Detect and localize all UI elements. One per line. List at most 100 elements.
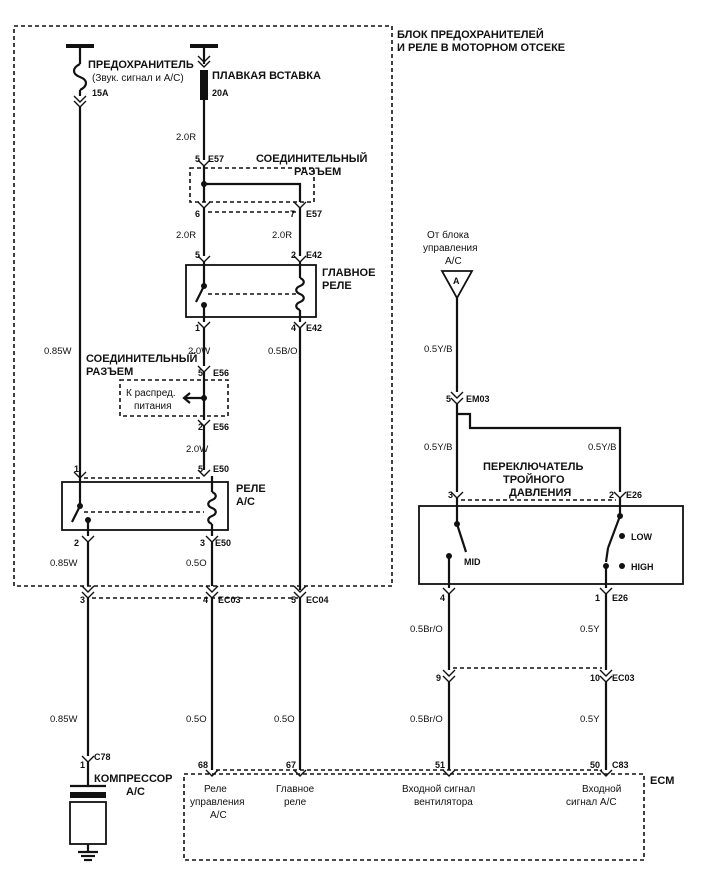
ecm-ac-input-1: Входной xyxy=(582,784,621,795)
ac-relay-coil xyxy=(207,490,217,526)
svg-text:3: 3 xyxy=(80,595,85,605)
busbar-right xyxy=(190,44,218,48)
ecm-ac-relay-1: Реле xyxy=(204,784,227,795)
wire-20w-b: 2.0W xyxy=(186,444,208,455)
svg-text:2: 2 xyxy=(291,250,296,260)
fusible-link-label: ПЛАВКАЯ ВСТАВКА xyxy=(212,70,321,82)
svg-text:C83: C83 xyxy=(612,760,629,770)
svg-text:2: 2 xyxy=(74,538,79,548)
svg-text:6: 6 xyxy=(195,209,200,219)
compressor-body xyxy=(69,801,107,845)
connector-e57-label-2: РАЗЪЕМ xyxy=(294,166,341,178)
svg-text:5: 5 xyxy=(198,368,203,378)
svg-text:EC03: EC03 xyxy=(612,673,635,683)
ecm-main-relay-1: Главное xyxy=(276,784,315,795)
wire-085w-a: 0.85W xyxy=(44,346,71,357)
wire-05o-b: 0.5O xyxy=(186,714,207,725)
pressure-switch-label-1: ПЕРЕКЛЮЧАТЕЛЬ xyxy=(483,461,583,473)
svg-text:1: 1 xyxy=(595,593,600,603)
svg-text:E57: E57 xyxy=(208,154,224,164)
svg-text:4: 4 xyxy=(440,593,445,603)
svg-text:E50: E50 xyxy=(213,464,229,474)
from-ac-label-3: A/C xyxy=(445,256,462,267)
fuse-15a-symbol xyxy=(72,63,88,91)
svg-text:4: 4 xyxy=(291,323,296,333)
svg-text:5: 5 xyxy=(291,595,296,605)
svg-text:1: 1 xyxy=(195,323,200,333)
svg-text:E26: E26 xyxy=(626,490,642,500)
wire-085w-c: 0.85W xyxy=(50,714,77,725)
connector-a-triangle xyxy=(440,270,474,300)
ac-relay-box xyxy=(61,481,229,531)
wire-05o-a: 0.5O xyxy=(186,558,207,569)
svg-text:1: 1 xyxy=(80,760,85,770)
wire-05bro-b: 0.5Br/O xyxy=(410,714,443,725)
fusible-link-rating: 20A xyxy=(212,88,229,98)
fuse-block-outline xyxy=(13,25,393,587)
to-power-label-2: питания xyxy=(134,401,172,412)
ecm-fan-input-2: вентилятора xyxy=(414,797,473,808)
ecm-label: ECM xyxy=(650,775,674,787)
svg-text:2: 2 xyxy=(609,490,614,500)
wire-05yb-a: 0.5Y/B xyxy=(424,344,453,355)
fuse-label-1: ПРЕДОХРАНИТЕЛЬ xyxy=(88,59,194,71)
svg-text:E42: E42 xyxy=(306,323,322,333)
ac-relay-label-2: A/C xyxy=(236,496,255,508)
busbar-left xyxy=(66,44,94,48)
svg-text:E57: E57 xyxy=(306,209,322,219)
svg-text:67: 67 xyxy=(286,760,296,770)
svg-text:EM03: EM03 xyxy=(466,394,490,404)
svg-text:EC04: EC04 xyxy=(306,595,329,605)
svg-text:7: 7 xyxy=(290,209,295,219)
fuse-rating: 15A xyxy=(92,88,109,98)
mid-label: MID xyxy=(464,557,481,567)
svg-text:C78: C78 xyxy=(94,752,111,762)
ecm-main-relay-2: реле xyxy=(284,797,307,808)
connector-e56-label-2: РАЗЪЕМ xyxy=(86,366,133,378)
wire-20r-c: 2.0R xyxy=(272,230,292,241)
svg-text:68: 68 xyxy=(198,760,208,770)
svg-text:50: 50 xyxy=(590,760,600,770)
svg-text:E42: E42 xyxy=(306,250,322,260)
fuse-label-2: (Звук. сигнал и A/C) xyxy=(92,73,184,84)
fusible-link-symbol xyxy=(200,70,208,100)
connector-e57-box xyxy=(189,167,315,203)
svg-text:E26: E26 xyxy=(612,593,628,603)
ecm-ac-relay-3: A/C xyxy=(210,810,227,821)
compressor-label-1: КОМПРЕССОР xyxy=(94,773,173,785)
svg-text:E50: E50 xyxy=(215,538,231,548)
main-relay-label-2: РЕЛЕ xyxy=(322,280,352,292)
svg-text:EC03: EC03 xyxy=(218,595,241,605)
svg-text:1: 1 xyxy=(74,464,79,474)
ecm-ac-relay-2: управления xyxy=(190,797,245,808)
wire-05yb-c: 0.5Y/B xyxy=(588,442,617,453)
ecm-ac-input-2: сигнал A/C xyxy=(566,797,617,808)
svg-text:5: 5 xyxy=(198,464,203,474)
fuse-block-title-2: И РЕЛЕ В МОТОРНОМ ОТСЕКЕ xyxy=(397,42,565,54)
fuse-block-title-1: БЛОК ПРЕДОХРАНИТЕЛЕЙ xyxy=(397,28,544,41)
ac-relay-label-1: РЕЛЕ xyxy=(236,483,266,495)
wire-05bo: 0.5B/O xyxy=(268,346,298,357)
connector-e57-label-1: СОЕДИНИТЕЛЬНЫЙ xyxy=(256,152,368,165)
svg-text:E56: E56 xyxy=(213,422,229,432)
compressor-clutch xyxy=(70,792,106,798)
svg-text:51: 51 xyxy=(435,760,445,770)
wire-085w-b: 0.85W xyxy=(50,558,77,569)
svg-text:9: 9 xyxy=(436,673,441,683)
wire-05bro-a: 0.5Br/O xyxy=(410,624,443,635)
wire-05y-b: 0.5Y xyxy=(580,714,600,725)
main-relay-label-1: ГЛАВНОЕ xyxy=(322,267,375,279)
svg-text:5: 5 xyxy=(446,394,451,404)
svg-text:10: 10 xyxy=(590,673,600,683)
connector-e56-label-1: СОЕДИНИТЕЛЬНЫЙ xyxy=(86,352,198,365)
from-ac-label-2: управления xyxy=(423,243,478,254)
svg-text:5: 5 xyxy=(195,250,200,260)
svg-text:3: 3 xyxy=(448,490,453,500)
to-power-label-1: К распред. xyxy=(126,388,176,399)
main-relay-box xyxy=(185,264,317,318)
wire-05o-c: 0.5O xyxy=(274,714,295,725)
compressor-label-2: A/C xyxy=(126,786,145,798)
wire-20r-a: 2.0R xyxy=(176,132,196,143)
triangle-a-label: A xyxy=(453,276,460,286)
